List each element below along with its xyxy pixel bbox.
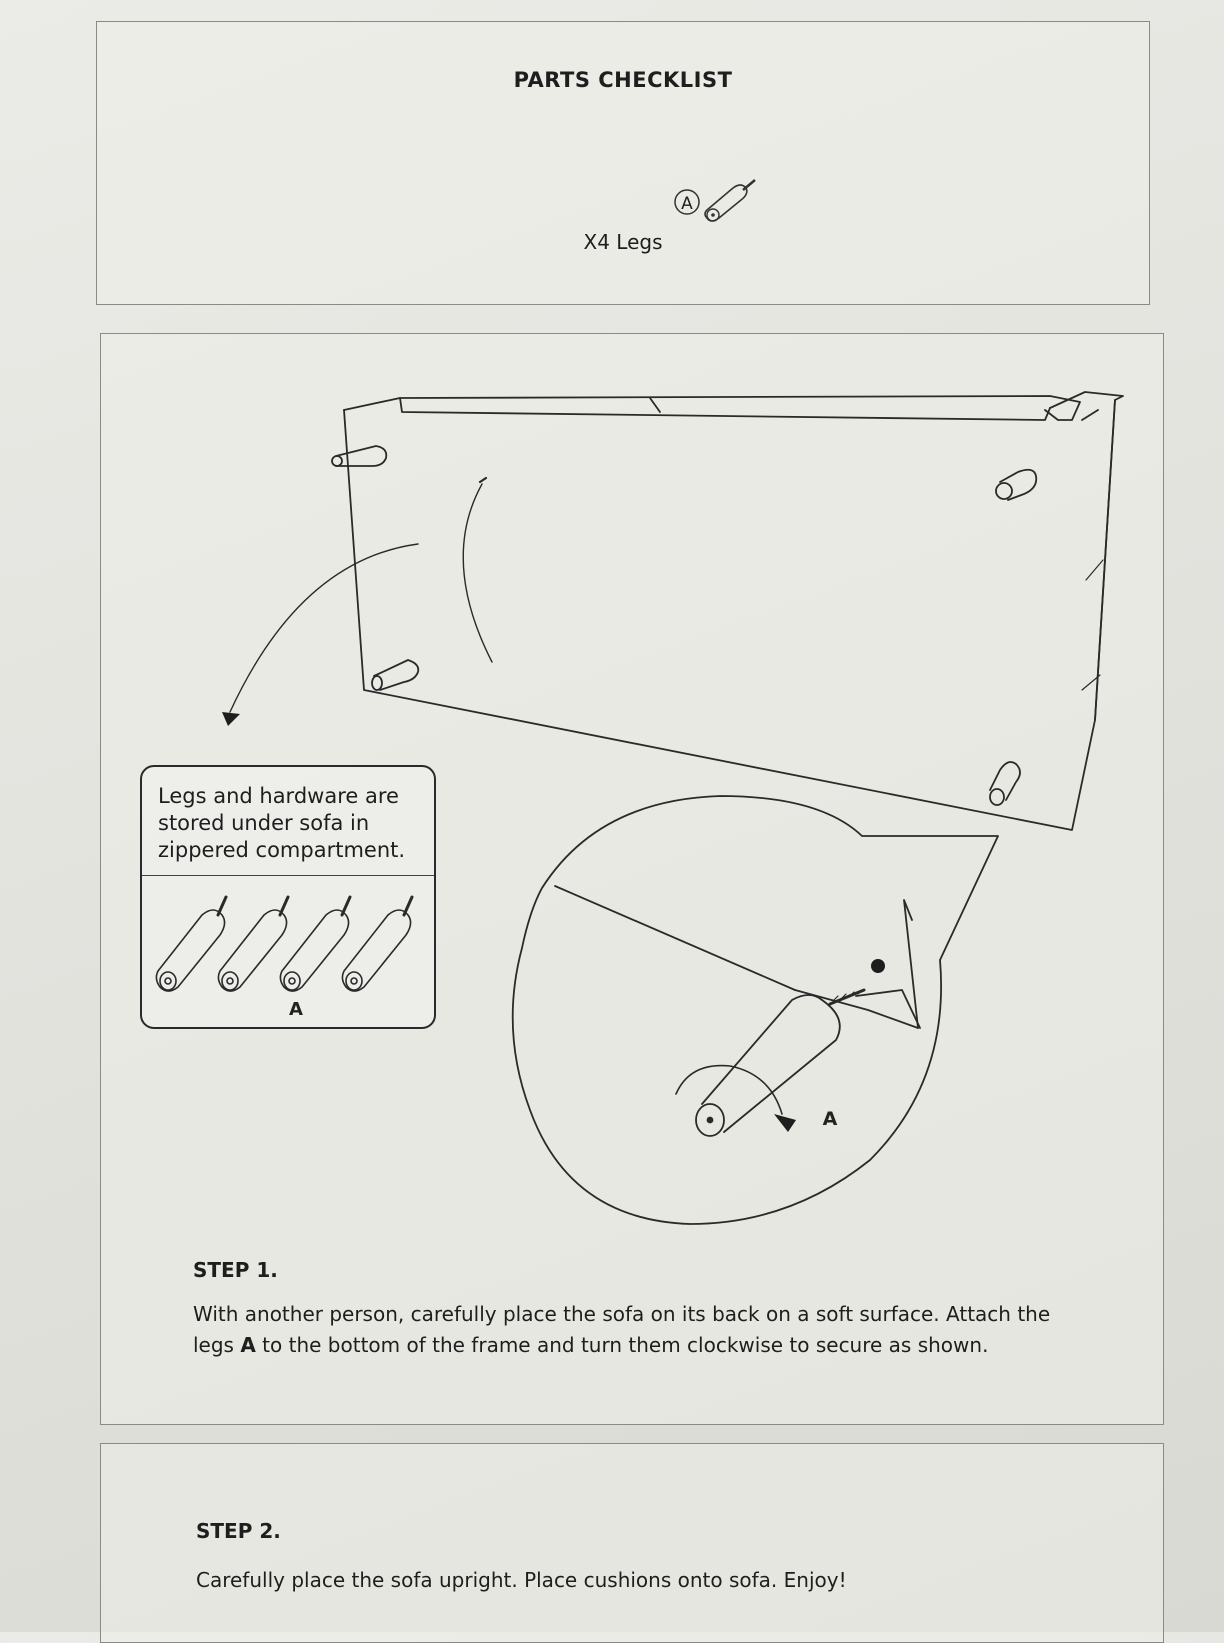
note-divider [142,875,434,876]
leg-icon-1 [155,895,228,992]
step1-part-letter: A [240,1333,256,1357]
step2-panel [100,1443,1164,1643]
leg-icon-3 [279,895,352,992]
part-letter: A [681,194,693,214]
step1-instructions: With another person, carefully place the… [193,1299,1093,1361]
hardware-storage-note-text: Legs and hardware are stored under sofa … [158,784,406,862]
step2-title: STEP 2. [196,1519,281,1543]
four-legs-illustration: A [155,895,414,1020]
step1-text-end: to the bottom of the frame and turn them… [255,1333,989,1357]
step1-title: STEP 1. [193,1258,278,1282]
step1-text-start: With another person, carefully place the… [193,1302,1051,1357]
step2-instructions: Carefully place the sofa upright. Place … [196,1568,847,1592]
hardware-storage-note: Legs and hardware are stored under sofa … [140,765,436,1029]
note-part-letter: A [289,999,303,1020]
parts-checklist-panel: PARTS CHECKLIST A X4 Legs [96,21,1150,305]
legs-count-label: X4 Legs [583,230,663,254]
leg-icon-4 [341,895,414,992]
leg-icon-2 [217,895,290,992]
parts-checklist-title: PARTS CHECKLIST [513,68,733,92]
leg-part-icon: A [674,179,756,222]
